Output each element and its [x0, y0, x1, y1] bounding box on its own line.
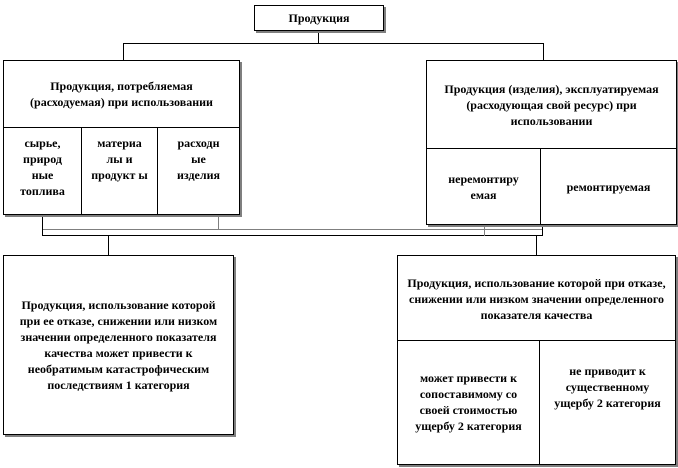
connector-lower-bus-2: [42, 235, 542, 236]
connector-lower-bus-1: [42, 229, 542, 230]
connector-to-consumed: [123, 43, 124, 60]
exploited-col-divider: [540, 148, 541, 224]
category-1-node: Продукция, использование которой при ее …: [3, 255, 234, 435]
category-2-divider: [398, 340, 675, 341]
connector-root-down: [318, 31, 319, 44]
exploited-group: Продукция (изделия), эксплуатируемая (ра…: [426, 60, 677, 225]
exploited-divider: [427, 148, 676, 149]
connector-to-category2: [536, 235, 537, 255]
category-2-col-divider: [539, 340, 540, 464]
connector-from-exploited-right: [542, 224, 543, 236]
category-2-sub-comparable-damage: может привести к сопоставимому со своей …: [415, 371, 522, 433]
connector-to-category1: [108, 235, 109, 255]
root-node: Продукция: [254, 5, 384, 31]
category-2-group: Продукция, использование которой при отк…: [397, 255, 676, 465]
consumed-col-divider-2: [157, 127, 158, 214]
consumed-title: Продукция, потребляемая (расходуемая) пр…: [30, 79, 213, 109]
consumed-group: Продукция, потребляемая (расходуемая) пр…: [3, 60, 240, 215]
exploited-sub-repairable: ремонтируемая: [566, 179, 651, 194]
consumed-divider: [4, 127, 239, 128]
category-2-sub-no-damage: не приводит к существенному ущербу 2 кат…: [554, 364, 661, 410]
connector-top-bus: [123, 43, 543, 44]
category-1-label: Продукция, использование которой при ее …: [19, 298, 218, 392]
exploited-title: Продукция (изделия), эксплуатируемая (ра…: [444, 82, 659, 128]
connector-from-consumed-left: [42, 214, 43, 236]
connector-from-exploited-left: [484, 224, 485, 236]
consumed-sub-raw: сырье, природ ные топлива: [20, 136, 65, 198]
consumed-col-divider-1: [81, 127, 82, 214]
root-label: Продукция: [288, 11, 350, 25]
consumed-sub-materials: материа лы и продукт ы: [91, 136, 148, 182]
connector-from-consumed-right: [218, 214, 219, 230]
exploited-sub-nonrepairable: неремонтиру емая: [448, 171, 519, 202]
connector-to-exploited: [543, 43, 544, 60]
category-2-title: Продукция, использование которой при отк…: [407, 276, 666, 322]
consumed-sub-consumables: расходн ые изделия: [176, 136, 221, 182]
